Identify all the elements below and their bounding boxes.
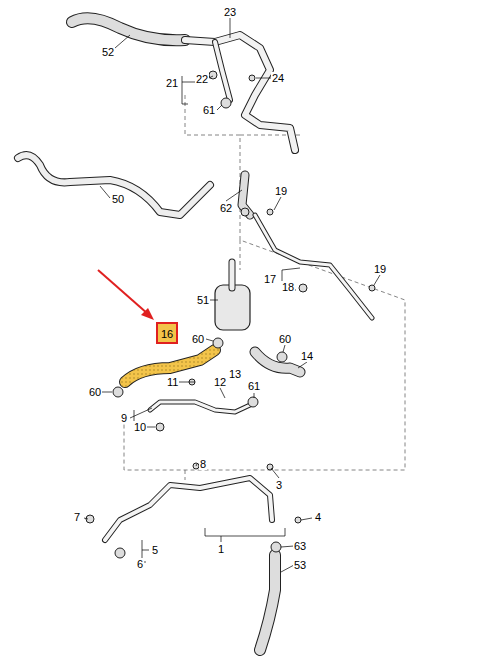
callout-number: 60 bbox=[88, 386, 102, 398]
callout-number: 10 bbox=[133, 421, 147, 433]
callout-number: 7 bbox=[73, 511, 81, 523]
pointer-arrow bbox=[98, 270, 154, 320]
callout-number: 9 bbox=[120, 412, 128, 424]
callout-number: 11 bbox=[166, 376, 179, 388]
callout-number: 24 bbox=[271, 72, 285, 84]
callout-number: 1 bbox=[217, 543, 225, 555]
callout-number: 51 bbox=[196, 294, 210, 306]
callout-number: 5 bbox=[151, 544, 159, 556]
callout-number: 4 bbox=[314, 511, 322, 523]
callout-number: 6 bbox=[136, 558, 144, 570]
callout-number: 8 bbox=[199, 458, 207, 470]
leader-lines bbox=[84, 18, 380, 572]
callout-number: 61 bbox=[202, 104, 216, 116]
callout-number: 14 bbox=[300, 350, 314, 362]
callout-number: 13 bbox=[228, 368, 242, 380]
callout-number: 52 bbox=[101, 46, 115, 58]
callout-number: 19 bbox=[274, 185, 288, 197]
callout-number: 61 bbox=[247, 380, 261, 392]
callout-number: 16 bbox=[161, 328, 173, 340]
callout-number: 19 bbox=[373, 263, 387, 275]
highlight-box: 16 bbox=[156, 322, 178, 344]
callout-number: 60 bbox=[278, 333, 292, 345]
callout-number: 3 bbox=[275, 479, 283, 491]
callout-number: 17 bbox=[263, 273, 277, 285]
callout-number: 23 bbox=[223, 6, 237, 18]
callout-number: 60 bbox=[191, 333, 205, 345]
callout-number: 18 bbox=[281, 281, 295, 293]
callout-number: 12 bbox=[213, 376, 227, 388]
callout-number: 62 bbox=[219, 202, 233, 214]
callout-number: 53 bbox=[293, 559, 307, 571]
callout-number: 50 bbox=[111, 193, 125, 205]
callout-number: 63 bbox=[293, 540, 307, 552]
callout-number: 22 bbox=[195, 73, 209, 85]
group-outline bbox=[124, 95, 405, 480]
callout-number: 21 bbox=[165, 77, 179, 89]
